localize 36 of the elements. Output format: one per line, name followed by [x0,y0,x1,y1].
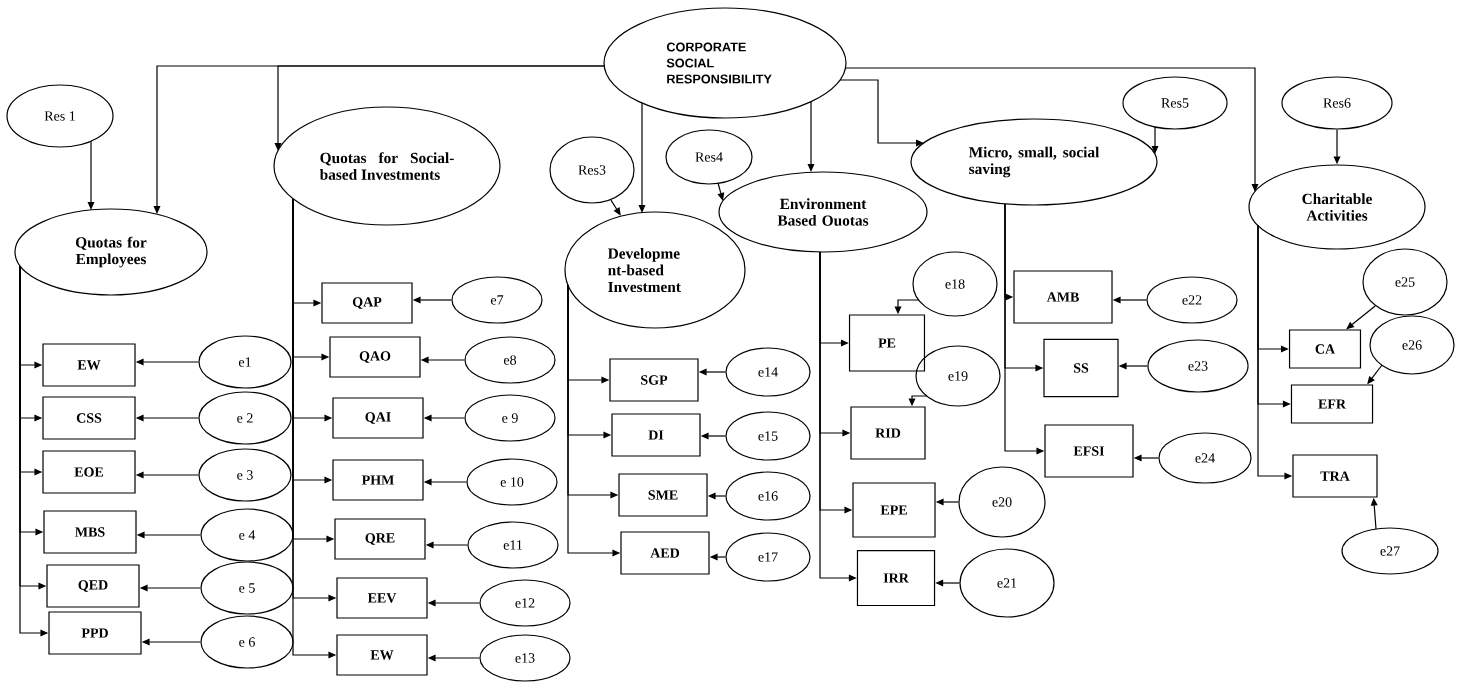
indicator-box: AED [620,531,710,575]
arrow [1346,305,1376,330]
indicator-box: QAP [321,282,413,324]
indicator-box: SS [1043,338,1119,398]
indicator-box: PPD [48,611,142,655]
indicator-box: AMB [1013,270,1113,324]
indicator-box: QRE [334,518,426,560]
indicator-box: QAI [332,397,424,439]
indicator-box: EFR [1290,384,1374,424]
arrow [807,101,815,172]
indicator-box: TRA [1292,454,1378,498]
arrow [845,67,1259,192]
indicator-box: DI [611,413,701,457]
indicator-box: EPE [852,482,936,538]
indicator-box: PE [848,314,926,372]
arrow [717,182,725,201]
indicator-box: PHM [332,459,424,501]
indicator-box: EOE [42,450,136,494]
arrow [839,79,924,147]
indicator-box: EEV [336,577,428,619]
indicator-box: RID [850,406,926,460]
indicator-box: SGP [609,358,699,402]
arrow [638,102,646,213]
indicator-box: EW [336,634,428,676]
indicator-box: SME [618,473,708,517]
indicator-box: QED [46,564,140,608]
arrow [274,65,606,151]
indicator-box: EW [42,343,136,387]
indicator-box: IRR [856,549,936,607]
arrow [1151,126,1159,154]
arrow [87,140,95,210]
indicator-box: CSS [42,396,136,440]
indicator-box: QAO [329,336,421,378]
indicator-box: MBS [43,510,137,554]
indicator-box: EFSI [1044,424,1134,478]
indicator-box: CA [1288,329,1362,369]
